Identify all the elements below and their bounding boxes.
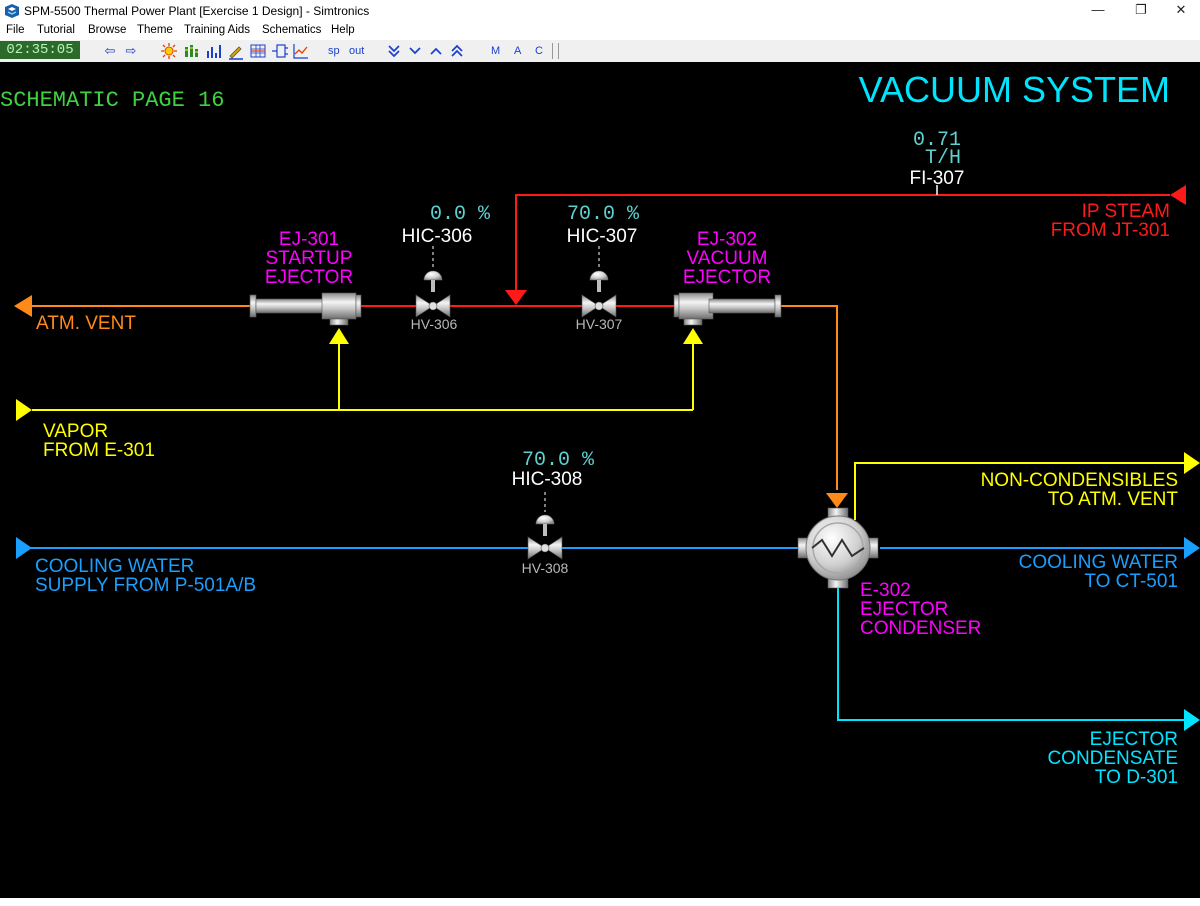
- trend-bars-icon[interactable]: [205, 42, 223, 60]
- title-bar: SPM-5500 Thermal Power Plant [Exercise 1…: [0, 0, 1200, 22]
- ej302-tag: EJ-302: [697, 229, 757, 250]
- ip-steam-source-label: FROM JT-301: [1051, 220, 1170, 241]
- status-strip: [0, 898, 1200, 906]
- trend-chart-icon[interactable]: [292, 42, 310, 60]
- cooling-water-supply-label: COOLING WATER: [35, 556, 194, 577]
- control-valve-hv306[interactable]: [415, 246, 451, 318]
- vapor-inlet-arrow: [16, 399, 32, 421]
- app-logo-icon: [5, 4, 19, 18]
- grid-icon[interactable]: [249, 42, 267, 60]
- ejector-ej301[interactable]: [249, 292, 362, 326]
- menu-file[interactable]: File: [6, 24, 25, 36]
- fi307-tag[interactable]: FI-307: [910, 168, 965, 189]
- noncondensibles-line: [854, 462, 1185, 520]
- run-sun-icon[interactable]: [160, 42, 178, 60]
- hic308-output-value: 70.0 %: [522, 449, 595, 472]
- noncondensibles-dest-label: TO ATM. VENT: [1048, 489, 1179, 510]
- controller-icon[interactable]: [271, 42, 289, 60]
- ejector-discharge-line: [780, 305, 838, 490]
- fi307-unit: T/H: [925, 147, 961, 170]
- cascade-mode-button[interactable]: C: [535, 45, 543, 57]
- close-button[interactable]: ✕: [1175, 2, 1187, 17]
- hic306-tag[interactable]: HIC-306: [402, 226, 473, 247]
- noncondensibles-label: NON-CONDENSIBLES: [981, 470, 1178, 491]
- window-title: SPM-5500 Thermal Power Plant [Exercise 1…: [24, 4, 370, 18]
- output-button[interactable]: out: [349, 45, 365, 57]
- hic307-tag[interactable]: HIC-307: [567, 226, 638, 247]
- back-arrow-icon[interactable]: ⇦: [104, 43, 116, 58]
- atm-vent-label: ATM. VENT: [36, 313, 136, 334]
- noncondensibles-outlet-arrow: [1184, 452, 1200, 474]
- cooling-water-return-dest-label: TO CT-501: [1084, 571, 1178, 592]
- menu-training-aids[interactable]: Training Aids: [184, 24, 251, 36]
- cooling-water-inlet-arrow: [16, 537, 32, 559]
- menu-browse[interactable]: Browse: [88, 24, 127, 36]
- menu-theme[interactable]: Theme: [137, 24, 173, 36]
- condensate-label-line2: CONDENSATE: [1047, 748, 1178, 769]
- ej301-tag: EJ-301: [279, 229, 339, 250]
- schematic-canvas: SCHEMATIC PAGE 16 VACUUM SYSTEM 0.71 T/H…: [0, 62, 1200, 898]
- condenser-inlet-arrow: [826, 493, 848, 508]
- ip-steam-inlet-arrow: [1170, 185, 1186, 205]
- hic306-output-value: 0.0 %: [430, 203, 491, 226]
- hv307-label: HV-307: [576, 316, 623, 332]
- e302-tag: E-302: [860, 580, 911, 601]
- condensate-label-line1: EJECTOR: [1090, 729, 1178, 750]
- ip-steam-label: IP STEAM: [1082, 201, 1170, 222]
- schematic-title: VACUUM SYSTEM: [859, 69, 1170, 110]
- hic308-tag[interactable]: HIC-308: [512, 469, 583, 490]
- schematic-page-label: SCHEMATIC PAGE 16: [0, 88, 224, 113]
- double-chevron-down-icon[interactable]: [386, 42, 402, 60]
- menu-help[interactable]: Help: [331, 24, 355, 36]
- bar-display-icon[interactable]: [183, 42, 201, 60]
- e302-type: CONDENSER: [860, 618, 981, 639]
- menu-tutorial[interactable]: Tutorial: [37, 24, 75, 36]
- cooling-water-return-label: COOLING WATER: [1019, 552, 1178, 573]
- vapor-label: VAPOR: [43, 421, 108, 442]
- menu-bar: File Tutorial Browse Theme Training Aids…: [0, 22, 1200, 40]
- hv306-label: HV-306: [411, 316, 458, 332]
- ej302-type: EJECTOR: [683, 267, 771, 288]
- restore-button[interactable]: ❐: [1135, 2, 1147, 17]
- ejector-ej302[interactable]: [673, 292, 782, 326]
- hic307-output-value: 70.0 %: [567, 203, 640, 226]
- ej301-name: STARTUP: [266, 248, 353, 269]
- ej301-suction-arrow: [329, 328, 349, 344]
- ej302-name: VACUUM: [687, 248, 768, 269]
- hv308-label: HV-308: [522, 560, 569, 576]
- fi307-value: 0.71: [913, 129, 961, 152]
- cooling-water-supply-source-label: SUPPLY FROM P-501A/B: [35, 575, 256, 596]
- vapor-line: [32, 340, 694, 411]
- condensate-outlet-arrow: [1184, 709, 1200, 731]
- condenser-e302[interactable]: [797, 507, 879, 589]
- e302-name: EJECTOR: [860, 599, 948, 620]
- pencil-icon[interactable]: [227, 42, 245, 60]
- simulation-clock: 02:35:05: [0, 41, 80, 59]
- atm-vent-arrow: [14, 295, 32, 317]
- toolbar-divider: [558, 43, 559, 59]
- menu-schematics[interactable]: Schematics: [262, 24, 322, 36]
- vapor-source-label: FROM E-301: [43, 440, 155, 461]
- chevron-down-icon[interactable]: [407, 42, 423, 60]
- ip-steam-line: [358, 185, 1170, 307]
- control-valve-hv308[interactable]: [527, 492, 563, 560]
- auto-mode-button[interactable]: A: [514, 45, 522, 57]
- cooling-water-outlet-arrow: [1184, 537, 1200, 559]
- forward-arrow-icon[interactable]: ⇨: [125, 43, 137, 58]
- minimize-button[interactable]: —: [1091, 2, 1105, 17]
- control-valve-hv307[interactable]: [581, 246, 617, 318]
- setpoint-button[interactable]: sp: [328, 45, 340, 57]
- ej302-suction-arrow: [683, 328, 703, 344]
- toolbar-divider: [552, 43, 553, 59]
- chevron-up-icon[interactable]: [428, 42, 444, 60]
- steam-flow-down-arrow: [505, 290, 527, 305]
- toolbar: 02:35:05 ⇦ ⇨ sp out M A C: [0, 40, 1200, 62]
- ej301-type: EJECTOR: [265, 267, 353, 288]
- condensate-dest-label: TO D-301: [1095, 767, 1178, 788]
- manual-mode-button[interactable]: M: [491, 45, 501, 57]
- condensate-line: [837, 585, 1185, 721]
- double-chevron-up-icon[interactable]: [449, 42, 465, 60]
